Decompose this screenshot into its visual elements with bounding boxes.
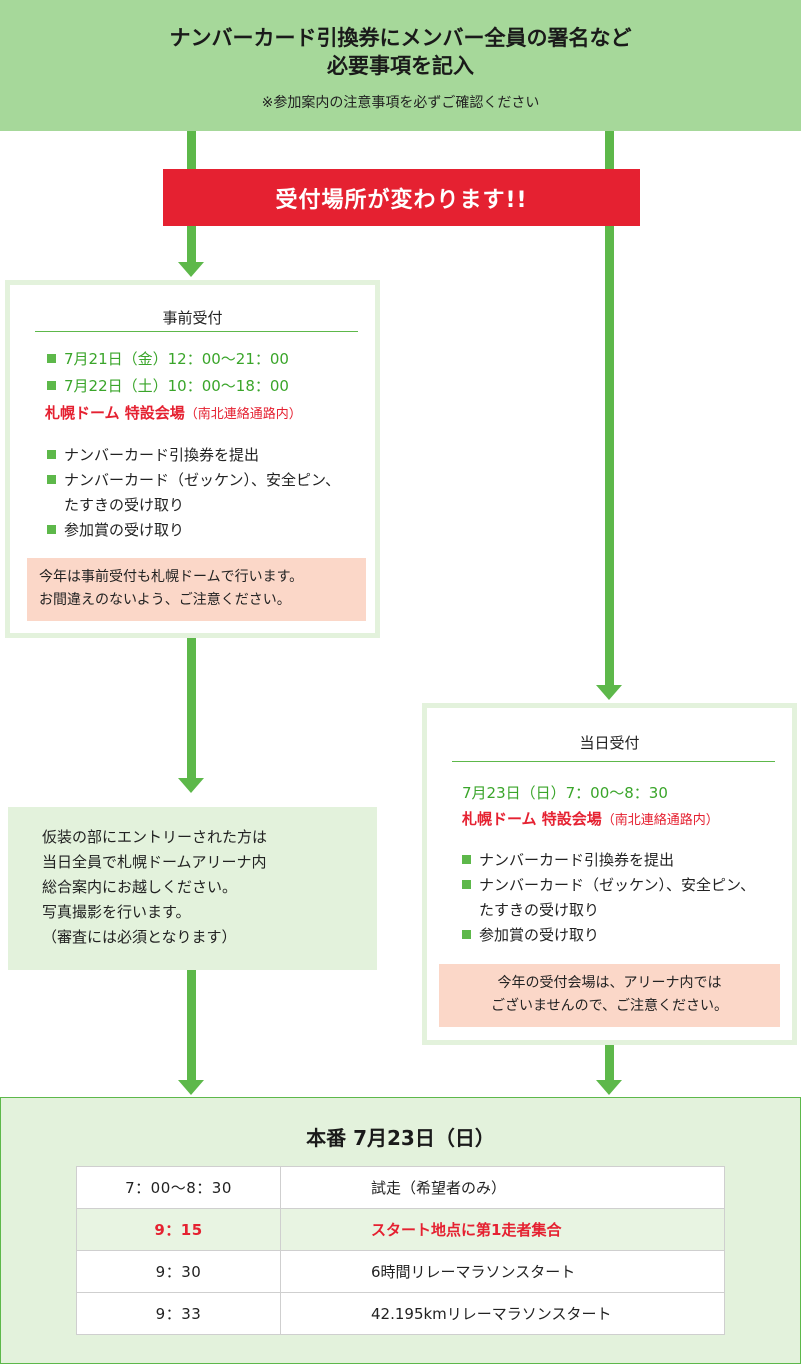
list-item: 参加賞の受け取り [47,518,184,542]
caution-line: ございませんので、ご注意ください。 [490,998,729,1014]
same-day-reception-title: 当日受付 [579,734,640,752]
list-item: ナンバーカード引換券を提出 [47,443,259,467]
table-row: 7：00～8：30 試走（希望者のみ） [76,1166,725,1209]
item-text: ナンバーカード（ゼッケン）、安全ピン、 [64,471,341,489]
header-note: ※参加案内の注意事項を必ずご確認ください [261,95,540,111]
square-bullet-icon [47,525,56,534]
date-text: 7月22日（土）10：00～18：00 [64,377,289,395]
same-day-reception-panel: 当日受付 7月23日（日）7：00～8：30 札幌ドーム 特設会場（南北連絡通路… [422,703,797,1045]
square-bullet-icon [462,880,471,889]
schedule-time: 9：33 [76,1292,281,1335]
main-event-title: 本番 7月23日（日） [306,1126,495,1150]
item-text: 参加賞の受け取り [64,521,185,539]
costume-info-line: 写真撮影を行います。 [42,903,191,921]
schedule-time: 9：30 [76,1250,281,1293]
list-item: ナンバーカード引換券を提出 [462,848,674,872]
item-text: ナンバーカード引換券を提出 [479,851,675,869]
schedule-desc: 6時間リレーマラソンスタート [280,1250,725,1293]
list-item: 参加賞の受け取り [462,923,599,947]
arrow-down-icon [596,1080,622,1095]
same-day-reception-caution: 今年の受付会場は、アリーナ内では ございませんので、ご注意ください。 [439,964,780,1027]
list-item-continuation: たすきの受け取り [479,898,599,922]
divider [35,331,358,332]
table-row-highlight: 9：15 スタート地点に第1走者集合 [76,1208,725,1251]
costume-info-line: 当日全員で札幌ドームアリーナ内 [42,853,267,871]
list-item-continuation: たすきの受け取り [64,493,184,517]
item-text: ナンバーカード引換券を提出 [64,446,260,464]
list-item: ナンバーカード（ゼッケン）、安全ピン、 [462,873,755,897]
arrow-down-icon [178,1080,204,1095]
schedule-table: 7：00～8：30 試走（希望者のみ） 9：15 スタート地点に第1走者集合 9… [76,1166,725,1335]
venue-sub: （南北連絡通路内） [184,407,302,422]
flow-line-left-2 [187,638,196,778]
header-title: ナンバーカード引換券にメンバー全員の署名など 必要事項を記入 [0,24,801,80]
item-text: ナンバーカード（ゼッケン）、安全ピン、 [479,876,756,894]
costume-info-line: （審査には必須となります） [42,928,237,946]
flow-line-right-1 [605,131,614,685]
header-banner: ナンバーカード引換券にメンバー全員の署名など 必要事項を記入 ※参加案内の注意事… [0,0,801,131]
caution-line: 今年は事前受付も札幌ドームで行います。 [39,569,304,585]
square-bullet-icon [462,855,471,864]
pre-reception-venue: 札幌ドーム 特設会場（南北連絡通路内） [45,401,302,427]
flow-line-left-3 [187,970,196,1080]
schedule-desc: スタート地点に第1走者集合 [280,1208,725,1251]
header-line-1: ナンバーカード引換券にメンバー全員の署名など [169,26,632,50]
same-day-reception-date: 7月23日（日）7：00～8：30 [462,781,668,805]
item-text: たすきの受け取り [64,496,185,514]
arrow-down-icon [178,778,204,793]
pre-reception-caution: 今年は事前受付も札幌ドームで行います。 お間違えのないよう、ご注意ください。 [27,558,366,621]
costume-info-line: 総合案内にお越しください。 [42,878,238,896]
caution-line: お間違えのないよう、ご注意ください。 [39,592,291,608]
square-bullet-icon [47,381,56,390]
venue-name: 札幌ドーム 特設会場 [462,810,602,828]
square-bullet-icon [47,475,56,484]
square-bullet-icon [462,930,471,939]
table-row: 9：33 42.195kmリレーマラソンスタート [76,1292,725,1335]
caution-line: 今年の受付会場は、アリーナ内では [497,975,722,991]
same-day-reception-venue: 札幌ドーム 特設会場（南北連絡通路内） [462,807,719,833]
pre-reception-date-2: 7月22日（土）10：00～18：00 [47,374,289,398]
header-line-2: 必要事項を記入 [327,54,474,78]
flow-line-right-2 [605,1045,614,1080]
venue-name: 札幌ドーム 特設会場 [45,404,185,422]
schedule-desc: 42.195kmリレーマラソンスタート [280,1292,725,1335]
costume-info-line: 仮装の部にエントリーされた方は [42,828,268,846]
costume-info-box: 仮装の部にエントリーされた方は 当日全員で札幌ドームアリーナ内 総合案内にお越し… [8,807,377,970]
schedule-desc: 試走（希望者のみ） [280,1166,725,1209]
table-row: 9：30 6時間リレーマラソンスタート [76,1250,725,1293]
location-change-notice: 受付場所が変わります!! [163,169,640,226]
divider [452,761,775,762]
item-text: たすきの受け取り [479,901,600,919]
pre-reception-date-1: 7月21日（金）12：00～21：00 [47,347,289,371]
list-item: ナンバーカード（ゼッケン）、安全ピン、 [47,468,340,492]
arrow-down-icon [596,685,622,700]
pre-reception-title: 事前受付 [162,309,223,327]
date-text: 7月23日（日）7：00～8：30 [462,784,668,802]
item-text: 参加賞の受け取り [479,926,600,944]
venue-sub: （南北連絡通路内） [601,813,719,828]
schedule-time: 9：15 [76,1208,281,1251]
square-bullet-icon [47,450,56,459]
square-bullet-icon [47,354,56,363]
pre-reception-panel: 事前受付 7月21日（金）12：00～21：00 7月22日（土）10：00～1… [5,280,380,638]
arrow-down-icon [178,262,204,277]
schedule-time: 7：00～8：30 [76,1166,281,1209]
date-text: 7月21日（金）12：00～21：00 [64,350,289,368]
